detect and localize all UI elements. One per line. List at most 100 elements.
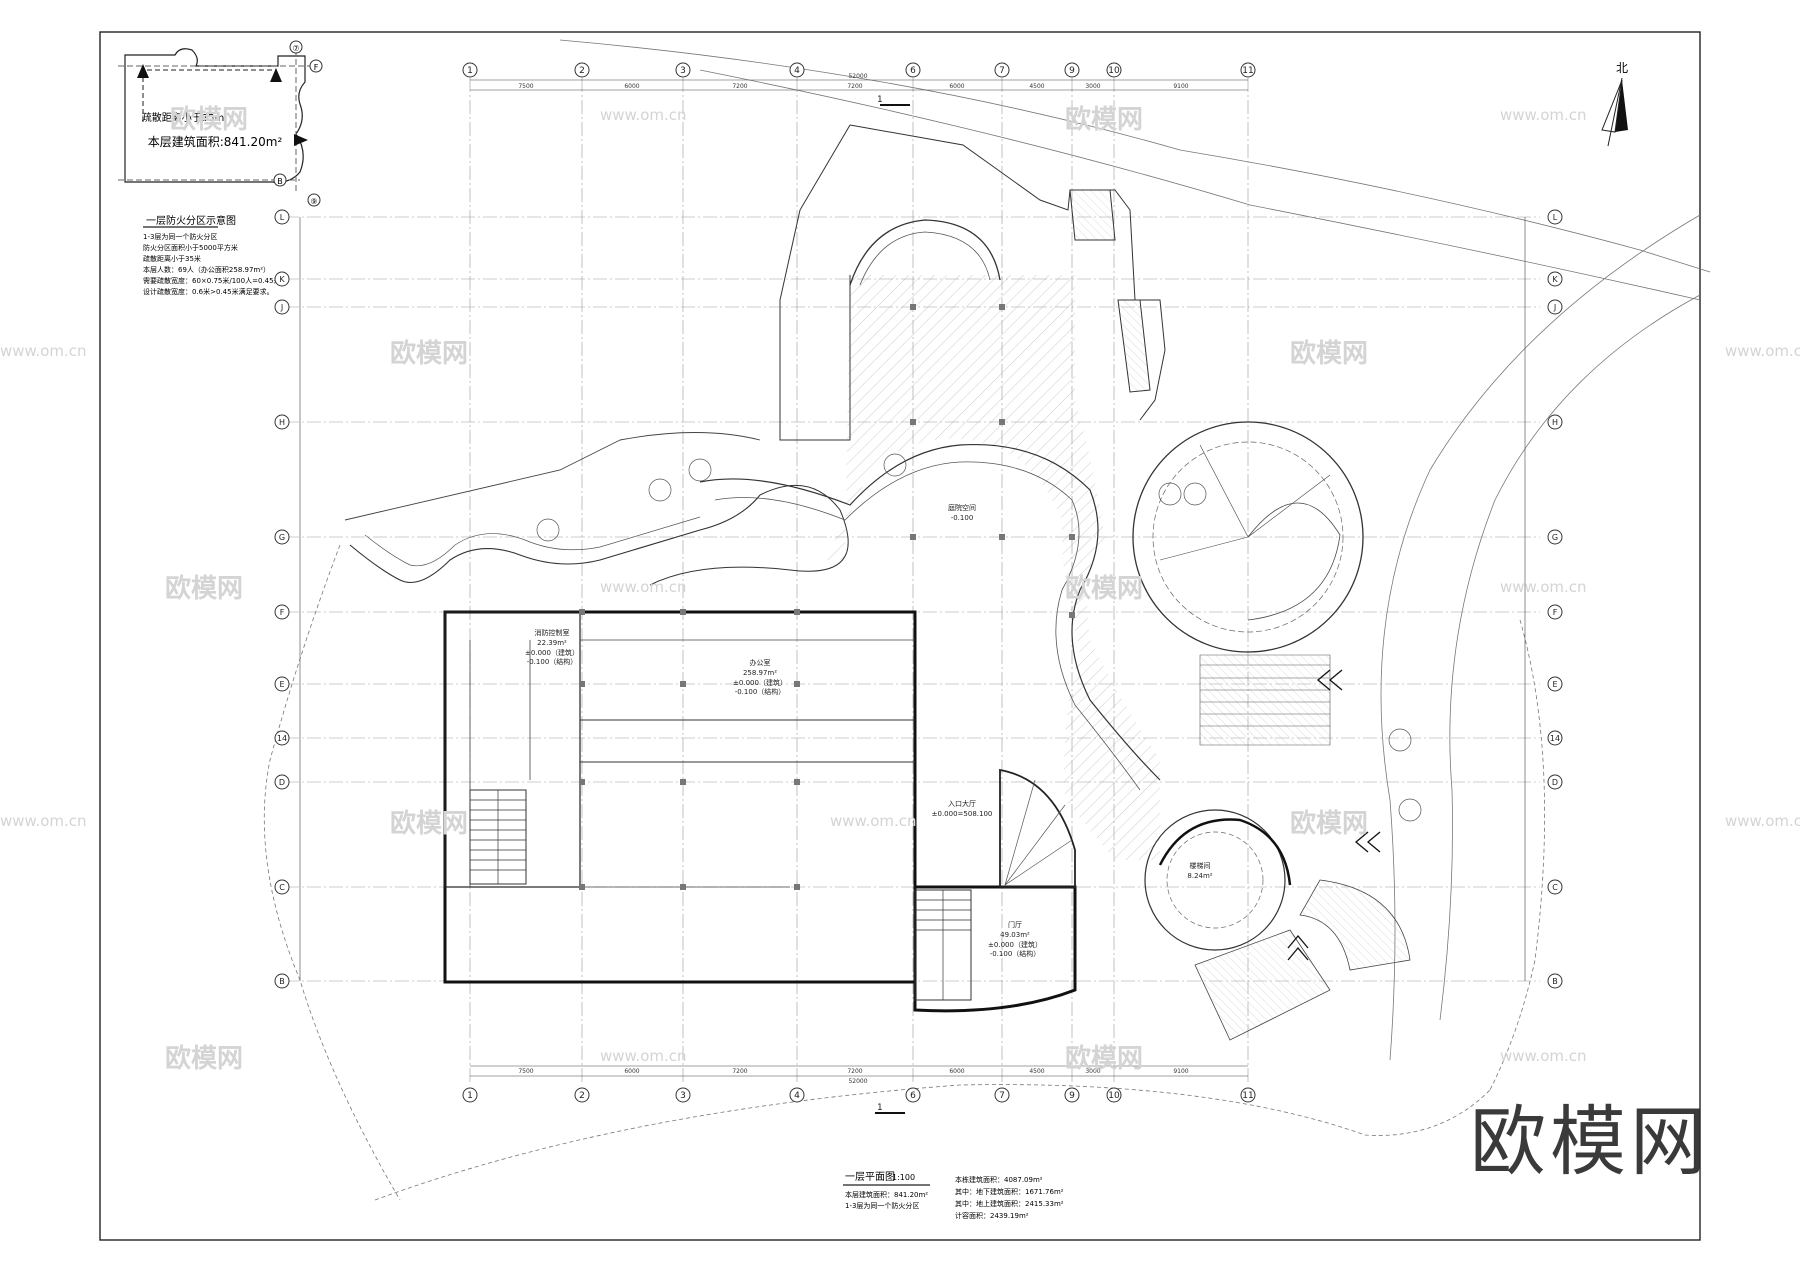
room-name: 入口大厅 <box>948 799 976 808</box>
site-boundary-south <box>374 1084 1491 1201</box>
grid-bubble-9 <box>307 193 321 207</box>
exit-arrow-icon <box>1354 831 1381 853</box>
fire-zone-note: 防火分区面积小于5000平方米 <box>143 243 238 252</box>
curved-promenade-outer <box>699 443 1161 781</box>
fire-zone-note: 1-3层为同一个防火分区 <box>143 232 217 241</box>
room-level: ±0.000=508.100 <box>932 810 993 818</box>
column <box>794 884 800 890</box>
grid-bubble-label: K <box>279 275 285 284</box>
tree-icon <box>883 453 907 477</box>
grid-bubble <box>274 271 290 287</box>
watermark-brand: 欧模网 <box>390 338 468 369</box>
watermark-url: www.om.cn <box>1725 342 1800 360</box>
site-boundary-west <box>263 544 401 1201</box>
curved-promenade-inner <box>714 461 1141 791</box>
north-wing-wall <box>779 124 851 441</box>
room-level: ±0.000（建筑） <box>525 648 579 657</box>
grid-bubble <box>274 604 290 620</box>
entrance-staircase <box>914 889 972 1001</box>
room-name: 门厅 <box>1008 920 1022 929</box>
grid-bubble <box>274 774 290 790</box>
grid-bubble <box>1547 271 1563 287</box>
column <box>910 534 916 540</box>
curved-promenade <box>649 484 849 586</box>
grid-bubble-label: J <box>280 303 283 312</box>
grid-bubble-label: 7 <box>999 66 1005 76</box>
grid-bubble <box>574 1087 590 1103</box>
grid-bubble <box>462 62 478 78</box>
watermark-brand: 欧模网 <box>1290 338 1368 369</box>
section-mark-top: 1 <box>877 95 883 105</box>
dim-text: 9100 <box>1173 83 1188 90</box>
fan-radial <box>1004 804 1066 886</box>
area-stat: 其中：地下建筑面积：1671.76m² <box>955 1187 1064 1196</box>
grid-bubble-label: 14 <box>1550 734 1560 743</box>
grid-bubble-label: D <box>1552 778 1558 787</box>
grid-bubbles: 1 2 3 4 6 7 9 10 11 1 2 3 4 <box>462 62 1256 1103</box>
grid-bubble-label: 3 <box>680 1091 686 1101</box>
watermark-url: www.om.cn <box>1725 812 1800 830</box>
column <box>680 884 686 890</box>
north-label: 北 <box>1616 61 1628 75</box>
room-area: 22.39m² <box>537 639 567 647</box>
watermark-brand: 欧模网 <box>165 573 243 604</box>
fan-radial <box>1004 779 1036 886</box>
arc-terrace-inner <box>859 231 991 286</box>
fire-zone-note: 本层人数：69人（办公面积258.97m²） <box>143 265 270 274</box>
tree-icon <box>688 458 712 482</box>
column <box>999 534 1005 540</box>
exit-arrow-3 <box>294 134 308 146</box>
structural-columns <box>579 304 1075 890</box>
grid-bubble-label: D <box>279 778 285 787</box>
column <box>794 779 800 785</box>
grid-bubble-label: C <box>279 883 285 892</box>
plaza-radial <box>1159 536 1249 561</box>
grid-bubble-label: C <box>1552 883 1558 892</box>
northwest-wall <box>344 432 761 521</box>
column <box>910 419 916 425</box>
column <box>910 304 916 310</box>
grid-bubble <box>675 1087 691 1103</box>
grid-bubble <box>994 1087 1010 1103</box>
grid-bubble-label: E <box>279 680 284 689</box>
grid-bubble <box>274 414 290 430</box>
dim-text: 6000 <box>624 83 639 90</box>
column <box>794 681 800 687</box>
fan-radial <box>1004 839 1073 886</box>
grid-bubble <box>675 62 691 78</box>
column <box>680 779 686 785</box>
southeast-amphitheater <box>1299 879 1411 971</box>
fire-zone-title: 一层防火分区示意图 <box>146 214 236 227</box>
plaza-radial <box>1199 444 1249 538</box>
west-service-block <box>444 611 581 888</box>
column <box>999 304 1005 310</box>
grid-bubble-label: 9 <box>1069 1091 1075 1101</box>
grid-bubble-label: 11 <box>1242 66 1253 76</box>
entrance-fan <box>999 768 1076 888</box>
column <box>579 609 585 615</box>
grid-bubble-label: 11 <box>1242 1091 1253 1101</box>
road-edge-inner <box>1439 294 1701 1021</box>
plaza-radial <box>1247 474 1331 538</box>
grid-bubble <box>462 1087 478 1103</box>
dimension-lines <box>299 79 1526 1077</box>
room-level: -0.100（结构） <box>527 657 578 666</box>
fire-zone-note: 设计疏散宽度：0.6米>0.45米满足要求。 <box>143 287 274 296</box>
column <box>1069 534 1075 540</box>
grid-row-bubbles: L K J H G F E 14 D C B L K <box>274 209 1563 989</box>
dim-text: 7200 <box>847 83 862 90</box>
tree-icon <box>536 518 560 542</box>
grid-bubble <box>274 529 290 545</box>
evacuation-distance-label: 疏散距离小于35m <box>142 111 224 124</box>
grid-bubble-label: 2 <box>579 1091 585 1101</box>
watermark-urls: www.om.cn www.om.cn www.om.cn www.om.cn … <box>0 106 1800 1065</box>
grid-bubble <box>274 879 290 895</box>
room-area: 258.97m² <box>743 669 777 677</box>
building-plan: 1 1 办公室 258.97m² ±0.000（建筑） -0.100（结构） 门… <box>344 95 1422 1114</box>
room-level: ±0.000（建筑） <box>733 678 787 687</box>
rotunda-ring <box>1144 809 1286 951</box>
dim-text: 3000 <box>1085 83 1100 90</box>
north-wing-outline <box>849 124 1166 421</box>
grid-bubble <box>1240 1087 1256 1103</box>
